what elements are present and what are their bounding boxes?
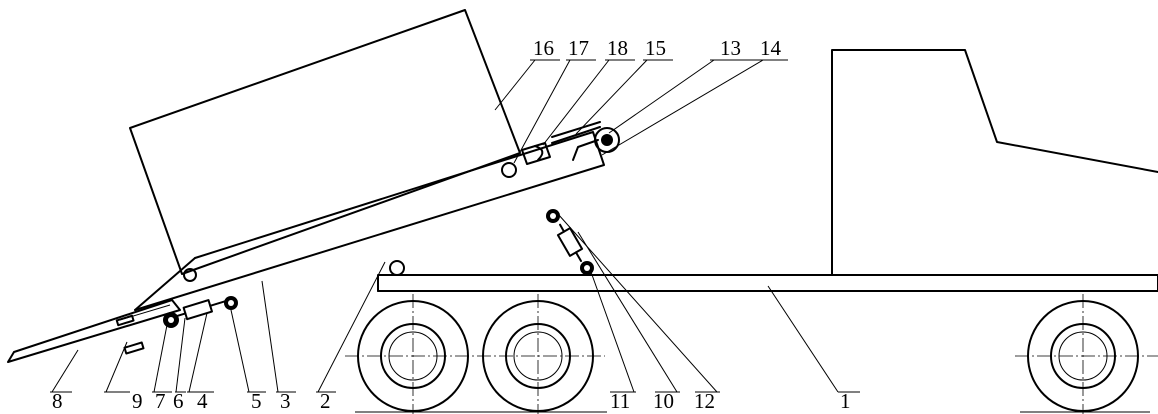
callout-11: 11: [610, 389, 630, 413]
callout-12: 12: [694, 389, 715, 413]
callout-3: 3: [280, 389, 291, 413]
slide-roller: [501, 162, 517, 178]
callout-15: 15: [645, 36, 666, 60]
cylinder-top-pivot-inner: [550, 213, 556, 219]
tilt-platform: [134, 131, 605, 311]
winch-cable-2: [551, 121, 601, 138]
callout-8: 8: [52, 389, 63, 413]
loading-ramp: [7, 299, 181, 363]
hook-lock: [521, 142, 551, 165]
callout-10: 10: [653, 389, 674, 413]
ramp-pivot-7-inner: [168, 317, 174, 323]
cargo-container: [129, 9, 521, 275]
callout-18: 18: [607, 36, 628, 60]
ramp-bracket-bottom: [123, 341, 145, 355]
ramp-bracket-top: [115, 314, 135, 327]
truck-frame: [377, 274, 1158, 292]
leader-lines: [50, 59, 860, 393]
winch-drum-inner: [601, 134, 613, 146]
lift-cylinder: [556, 223, 584, 263]
callout-5: 5: [251, 389, 262, 413]
winch-cable: [551, 126, 601, 144]
callout-16: 16: [533, 36, 554, 60]
callout-4: 4: [197, 389, 208, 413]
truck-cab: [831, 49, 1158, 276]
hook-curve: [534, 145, 544, 161]
platform-edge: [134, 257, 196, 311]
cylinder-bottom-pivot-inner: [584, 265, 590, 271]
wheel-centerlines: [345, 294, 1158, 414]
callout-17: 17: [568, 36, 589, 60]
callout-7: 7: [155, 389, 166, 413]
container-wheel: [183, 268, 197, 282]
callout-6: 6: [173, 389, 184, 413]
callout-2: 2: [320, 389, 331, 413]
callout-14: 14: [760, 36, 782, 60]
ramp-cylinder: [175, 299, 226, 321]
pivot-roller: [389, 260, 405, 276]
winch-bracket: [572, 139, 599, 161]
callout-1: 1: [840, 389, 851, 413]
callout-13: 13: [720, 36, 741, 60]
callout-9: 9: [132, 389, 143, 413]
ramp-pivot-5-inner: [228, 300, 234, 306]
